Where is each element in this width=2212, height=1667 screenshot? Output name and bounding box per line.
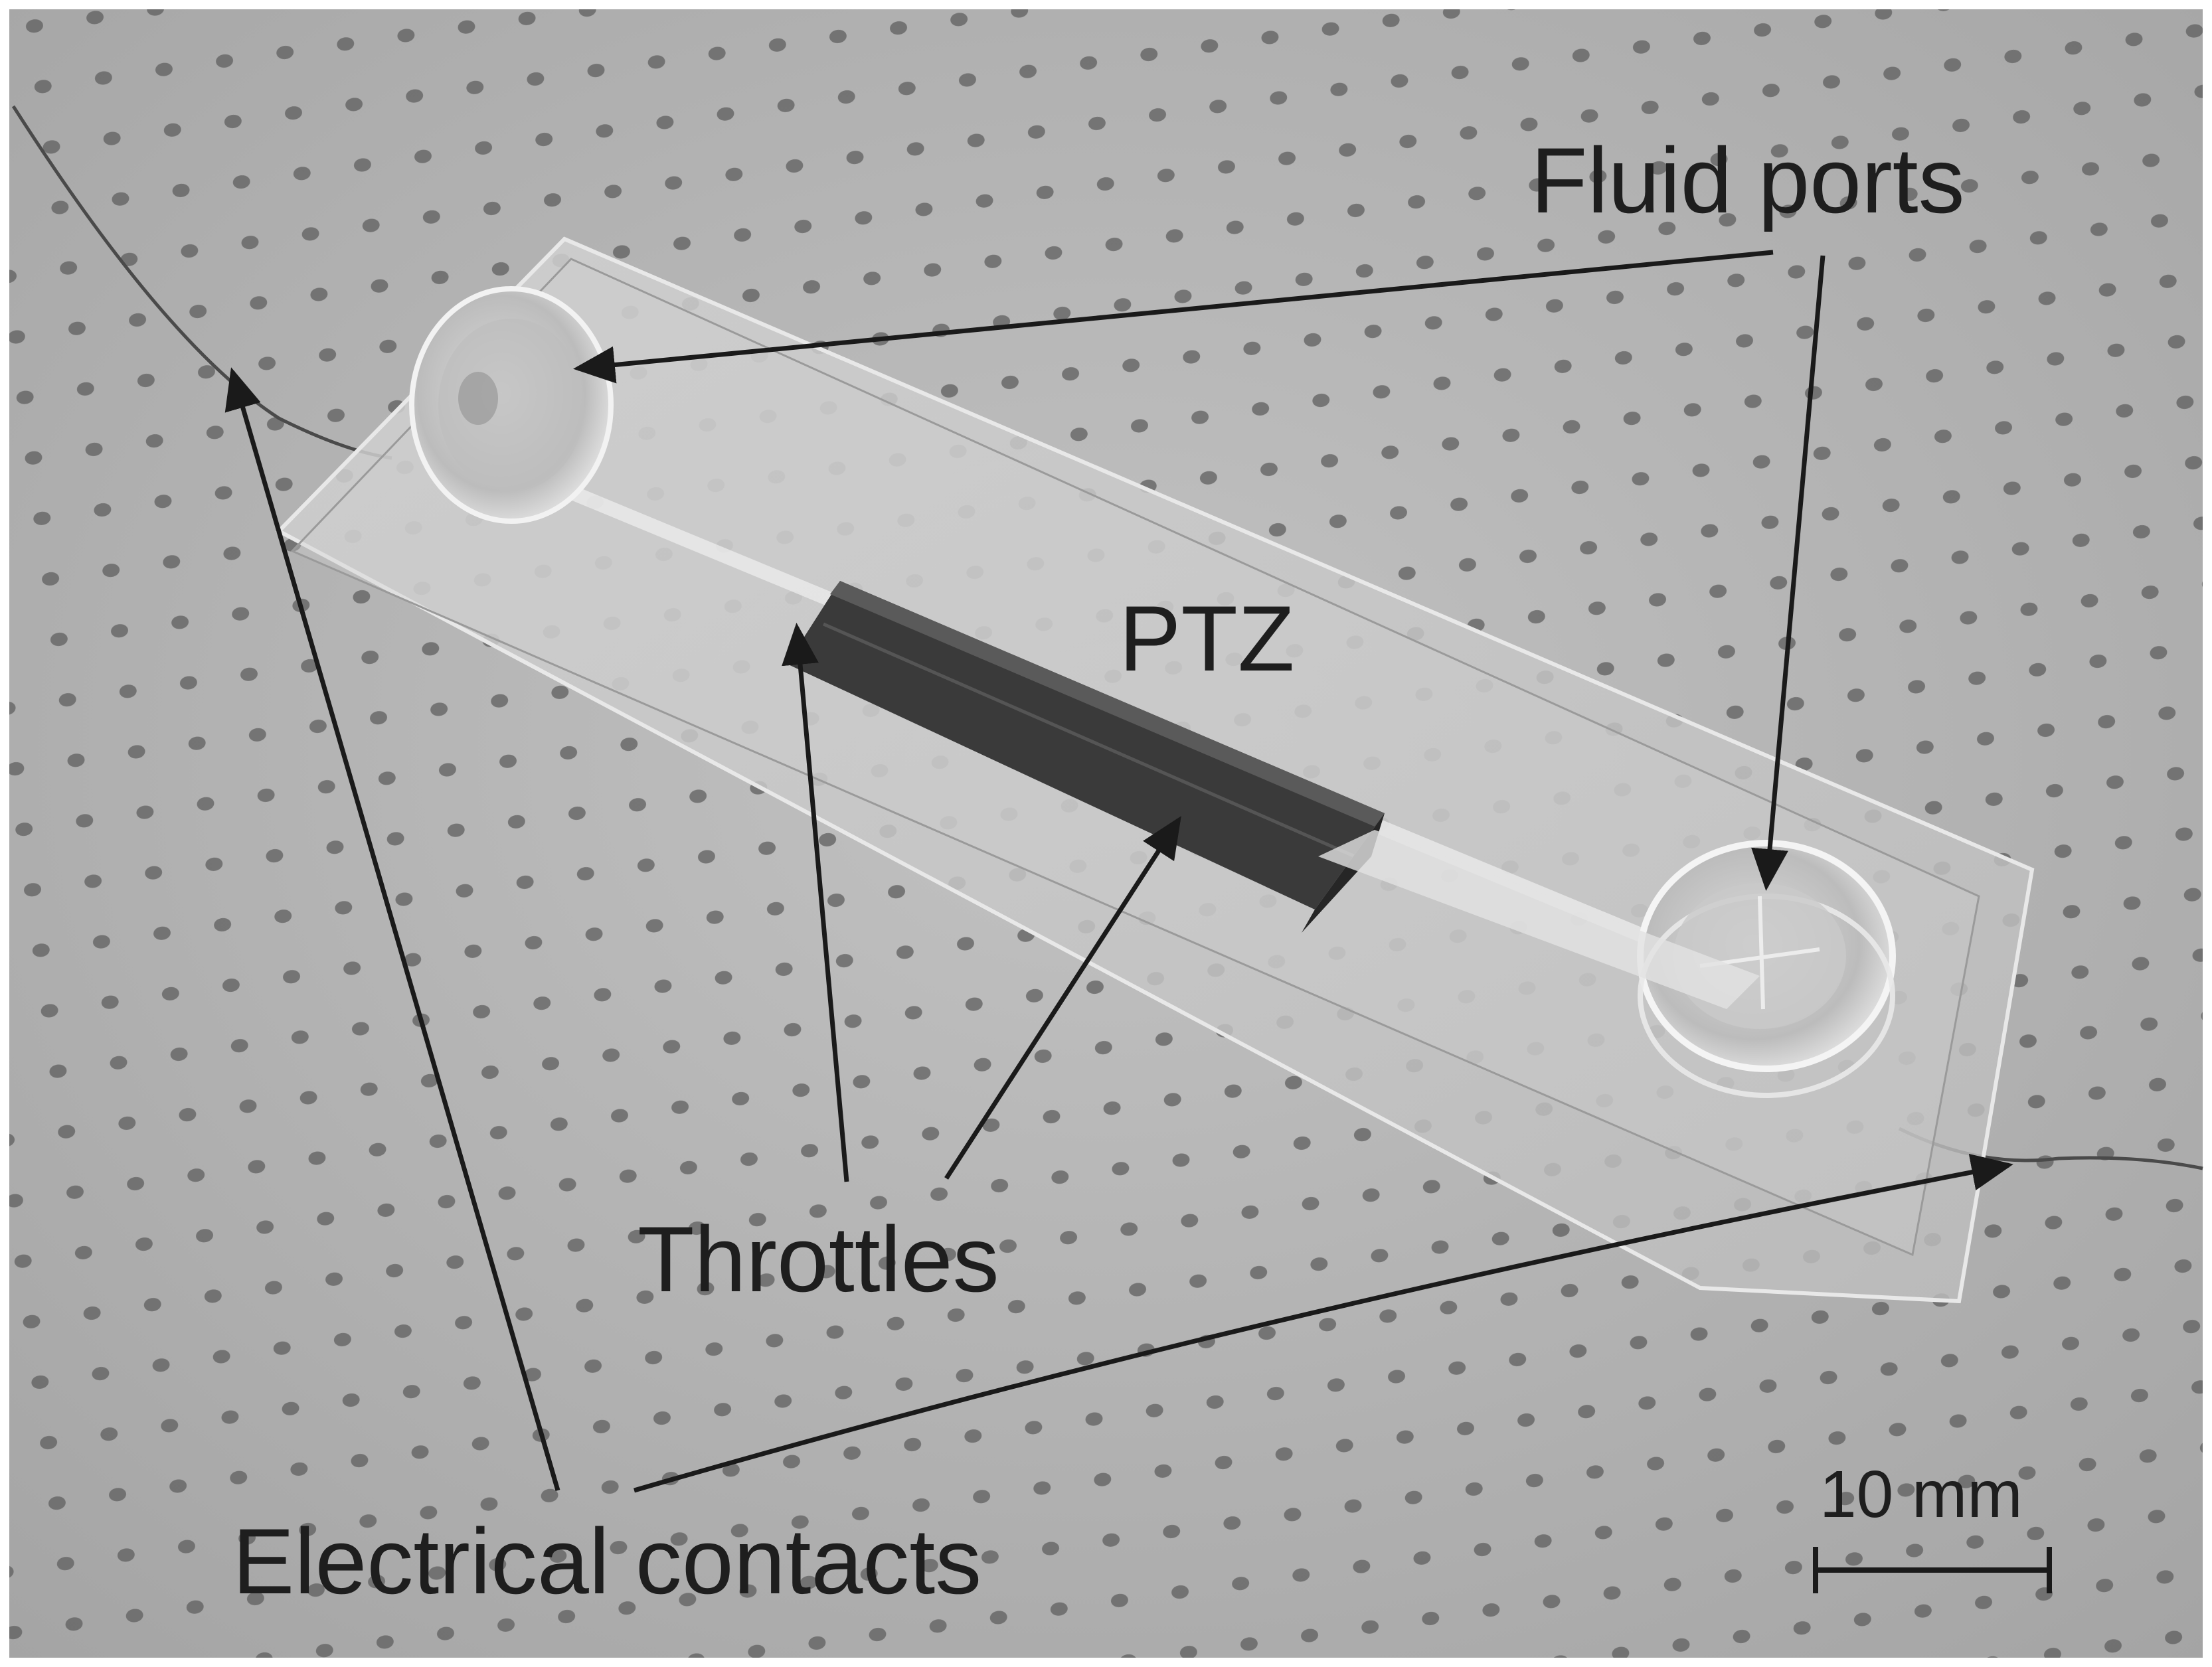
arrow-electrical-contact-left [224,367,560,1491]
arrow-electrical-contact-right [634,1154,2013,1493]
arrow-throttle-right [944,816,1181,1180]
annotation-arrows [224,250,2013,1493]
micropump-chip [276,236,2035,1304]
scale-bar-label: 10 mm [1820,1457,2023,1532]
label-electrical-contacts: Electrical contacts [232,1509,981,1613]
label-ptz: PTZ [1119,586,1294,690]
arrow-fluid-port-left [573,250,1774,384]
fluid-port-left [409,286,614,524]
scale-bar: 10 mm [1813,1457,2052,1593]
electrode-strip [1318,830,1760,1009]
arrow-throttle-left [782,623,849,1182]
ptz-element [787,581,1385,910]
arrow-fluid-port-right [1751,255,1826,891]
label-fluid-ports: Fluid ports [1531,128,1965,232]
label-throttles: Throttles [638,1207,999,1311]
ptz-actuator [787,581,1385,933]
